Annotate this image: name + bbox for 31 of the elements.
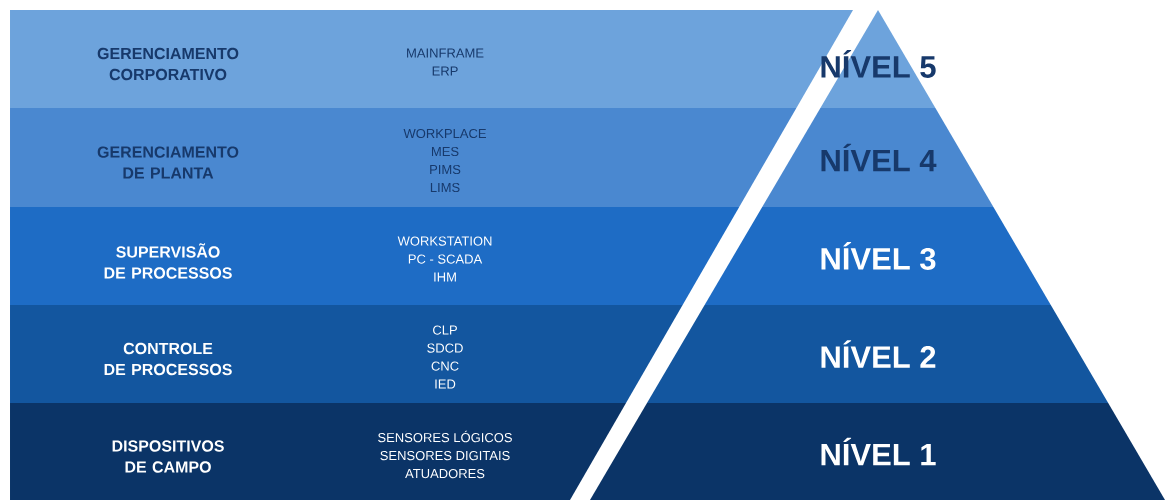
level-band: DISPOSITIVOS DE CAMPO SENSORES LÓGICOS SENSORES DIGITAIS ATUADORES [10, 403, 626, 500]
node-label: NÍVEL 3 [821, 242, 936, 270]
node-label: SDCD [427, 343, 463, 353]
node-label: CONTROLE DE PROCESSOS [104, 342, 232, 376]
pyramid-level: NÍVEL 1 [590, 403, 1165, 500]
node-label: GERENCIAMENTO DE PLANTA [97, 146, 239, 179]
node-label: SENSORES DIGITAIS [380, 450, 510, 461]
pyramid-level: NÍVEL 3 [704, 207, 1051, 305]
node-label: WORKPLACE [403, 128, 486, 139]
node-label: IED [435, 379, 456, 389]
pyramid-level: NÍVEL 2 [647, 305, 1109, 403]
node-label: NÍVEL 4 [821, 143, 937, 172]
node-label: WORKSTATION [397, 236, 492, 246]
node-label: DISPOSITIVOS DE CAMPO [112, 440, 224, 473]
node-label: CNC [431, 361, 459, 371]
node-label: ATUADORES [405, 468, 485, 479]
node-label: CLP [433, 325, 457, 335]
node-label: NÍVEL 1 [821, 437, 936, 466]
node-label: NÍVEL 2 [821, 340, 936, 368]
node-label: ERP [432, 66, 458, 76]
node-label: SENSORES LÓGICOS [378, 430, 512, 443]
level-band: CONTROLE DE PROCESSOS CLP SDCD CNC IED [10, 305, 683, 403]
node-label: PIMS [430, 164, 461, 175]
pyramid-level: NÍVEL 4 [762, 108, 994, 207]
node-label: SUPERVISÃO DE PROCESSOS [104, 243, 232, 279]
node-label: MES [431, 146, 459, 157]
node-label: LIMS [430, 182, 460, 193]
node-label: GERENCIAMENTO CORPORATIVO [97, 47, 239, 81]
node-label: PC - SCADA [408, 254, 483, 264]
node-label: IHM [434, 272, 456, 282]
node-label: MAINFRAME [407, 48, 484, 58]
